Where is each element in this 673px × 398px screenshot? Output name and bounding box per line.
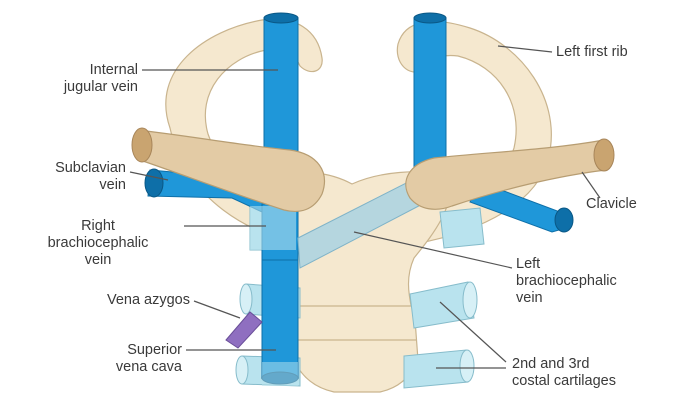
label-vena-azygos: Vena azygos — [40, 292, 190, 309]
label-left-brachiocephalic-vein: Left brachiocephalic vein — [516, 256, 617, 307]
label-subclavian-vein: Subclavian vein — [6, 160, 126, 194]
label-left-first-rib: Left first rib — [556, 44, 628, 61]
label-right-brachiocephalic-vein: Right brachiocephalic vein — [20, 218, 176, 269]
sternum-body — [294, 306, 418, 392]
label-costal-cartilages: 2nd and 3rd costal cartilages — [512, 356, 616, 390]
left-costal-cartilage-3 — [404, 350, 468, 388]
first-cartilage-overlay — [250, 206, 296, 250]
label-clavicle: Clavicle — [586, 196, 637, 213]
third-cartilage-overlay — [262, 362, 298, 386]
label-internal-jugular-vein: Internal jugular vein — [48, 62, 138, 96]
vena-azygos — [226, 312, 262, 348]
label-superior-vena-cava: Superior vena cava — [60, 342, 182, 376]
superior-vena-cava — [262, 260, 298, 378]
leader-clavicle — [582, 172, 600, 198]
leader-vena-azygos — [194, 301, 240, 318]
left-first-costal-cartilage — [440, 208, 484, 248]
